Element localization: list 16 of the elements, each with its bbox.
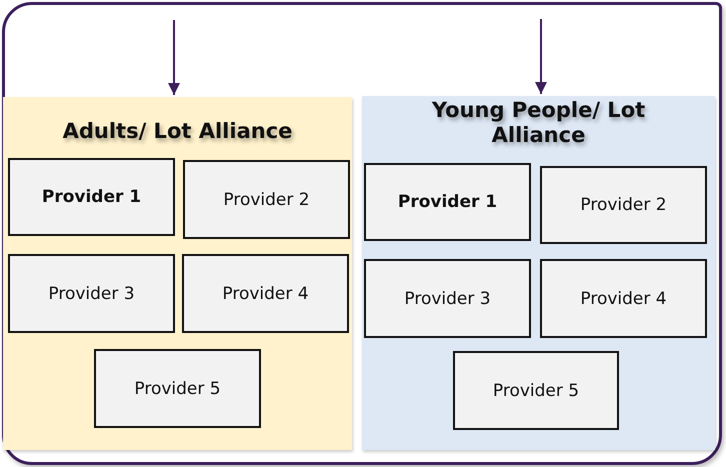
provider-box: Provider 1 [364,163,531,241]
arrow [168,20,180,95]
provider-box: Provider 3 [364,259,531,338]
panel-heading: Adults/ Lot Alliance [62,119,294,144]
provider-box: Provider 4 [182,254,349,333]
provider-box: Provider 4 [540,259,707,338]
provider-box: Provider 5 [453,351,619,430]
provider-box: Provider 2 [183,160,350,239]
provider-box: Provider 1 [8,158,175,236]
arrow [535,19,547,94]
provider-box: Provider 3 [8,254,175,333]
group-panel [3,97,352,450]
provider-box: Provider 5 [94,349,261,428]
group-panel [362,96,715,450]
provider-box: Provider 2 [540,166,707,244]
panel-heading: Young People/ Lot Alliance [430,98,646,148]
